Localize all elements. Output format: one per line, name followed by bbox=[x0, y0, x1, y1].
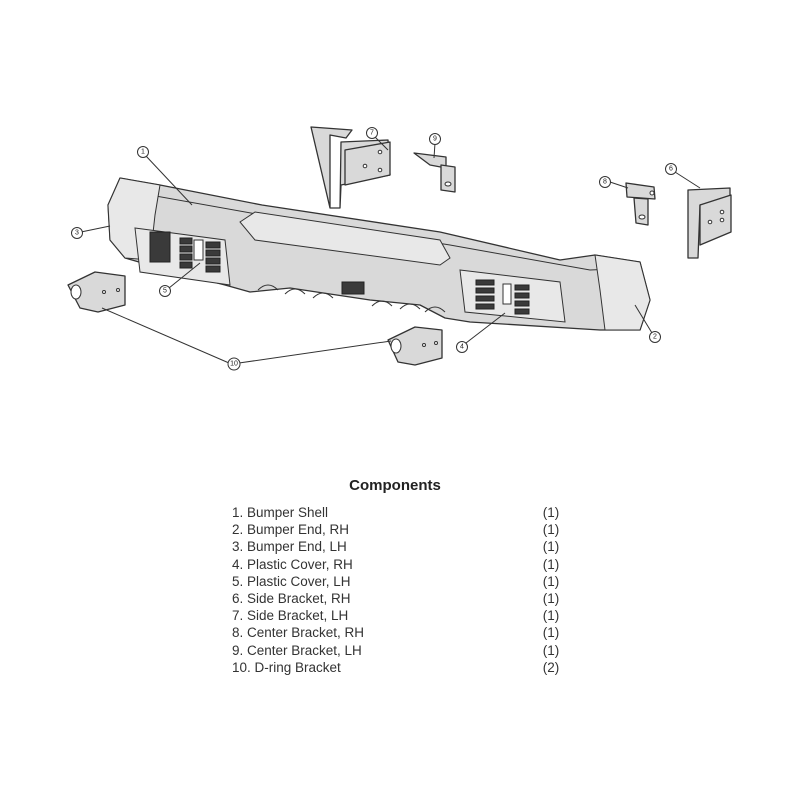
callout-10: 10 bbox=[227, 357, 241, 371]
component-qty: (1) bbox=[542, 539, 560, 555]
svg-text:2: 2 bbox=[653, 334, 657, 341]
svg-text:10: 10 bbox=[230, 361, 238, 368]
plastic-cover-lh bbox=[179, 237, 221, 273]
component-row: 6. Side Bracket, RH (1) bbox=[232, 590, 562, 607]
component-qty: (1) bbox=[542, 591, 560, 607]
callout-6: 6 bbox=[665, 163, 677, 175]
component-row: 9. Center Bracket, LH (1) bbox=[232, 642, 562, 659]
svg-text:1: 1 bbox=[141, 149, 145, 156]
component-qty: (1) bbox=[542, 505, 560, 520]
center-bracket-rh bbox=[625, 182, 656, 226]
component-qty: (2) bbox=[542, 659, 560, 675]
component-qty: (1) bbox=[542, 608, 560, 624]
component-row: 7. Side Bracket, LH (1) bbox=[232, 607, 562, 624]
component-qty: (1) bbox=[542, 642, 560, 658]
component-name: 10. D-ring Bracket bbox=[232, 659, 341, 675]
component-row: 8. Center Bracket, RH (1) bbox=[232, 624, 562, 641]
bumper-exploded-diagram: 1 2 3 4 5 6 7 8 9 10 bbox=[67, 126, 732, 371]
svg-text:6: 6 bbox=[669, 166, 673, 173]
callout-4: 4 bbox=[456, 341, 468, 353]
bumper-assembly bbox=[107, 177, 651, 331]
component-name: 8. Center Bracket, RH bbox=[232, 625, 365, 641]
component-name: 2. Bumper End, RH bbox=[232, 522, 350, 538]
callout-2: 2 bbox=[649, 331, 661, 343]
callout-8: 8 bbox=[599, 176, 611, 188]
svg-text:3: 3 bbox=[75, 230, 79, 237]
components-list: Components 1. Bumper Shell (1) 2. Bumper … bbox=[232, 477, 562, 676]
side-bracket-rh bbox=[687, 187, 732, 259]
component-name: 6. Side Bracket, RH bbox=[232, 591, 351, 607]
callout-5: 5 bbox=[159, 285, 171, 297]
d-ring-bracket-right bbox=[387, 326, 443, 366]
svg-text:7: 7 bbox=[370, 130, 374, 137]
component-row: 2. Bumper End, RH (1) bbox=[232, 521, 562, 538]
center-bracket-lh bbox=[413, 152, 456, 193]
component-row: 3. Bumper End, LH (1) bbox=[232, 538, 562, 555]
component-row: 5. Plastic Cover, LH (1) bbox=[232, 573, 562, 590]
svg-text:9: 9 bbox=[433, 136, 437, 143]
side-bracket-lh bbox=[310, 126, 391, 209]
component-name: 4. Plastic Cover, RH bbox=[232, 556, 353, 572]
component-qty: (1) bbox=[542, 625, 560, 641]
component-row: 10. D-ring Bracket (2) bbox=[232, 659, 562, 676]
component-qty: (1) bbox=[542, 556, 560, 572]
component-name: 3. Bumper End, LH bbox=[232, 539, 347, 555]
component-qty: (1) bbox=[542, 573, 560, 589]
component-qty: (1) bbox=[542, 522, 560, 538]
callout-7: 7 bbox=[366, 127, 378, 139]
callout-9: 9 bbox=[429, 133, 441, 145]
svg-text:8: 8 bbox=[603, 179, 607, 186]
svg-text:4: 4 bbox=[460, 344, 464, 351]
plastic-cover-rh bbox=[475, 279, 530, 315]
component-row: 4. Plastic Cover, RH (1) bbox=[232, 556, 562, 573]
components-title: Components bbox=[349, 477, 441, 494]
svg-text:5: 5 bbox=[163, 288, 167, 295]
component-name: 5. Plastic Cover, LH bbox=[232, 573, 351, 589]
d-ring-bracket-left bbox=[67, 271, 126, 313]
callout-1: 1 bbox=[137, 146, 149, 158]
leader-lines bbox=[80, 136, 701, 364]
callout-3: 3 bbox=[71, 227, 83, 239]
component-name: 7. Side Bracket, LH bbox=[232, 608, 349, 624]
bumper-end-rh bbox=[594, 254, 651, 331]
component-name: 9. Center Bracket, LH bbox=[232, 642, 362, 658]
component-row: 1. Bumper Shell (1) bbox=[232, 504, 562, 521]
component-name: 1. Bumper Shell bbox=[232, 505, 329, 520]
